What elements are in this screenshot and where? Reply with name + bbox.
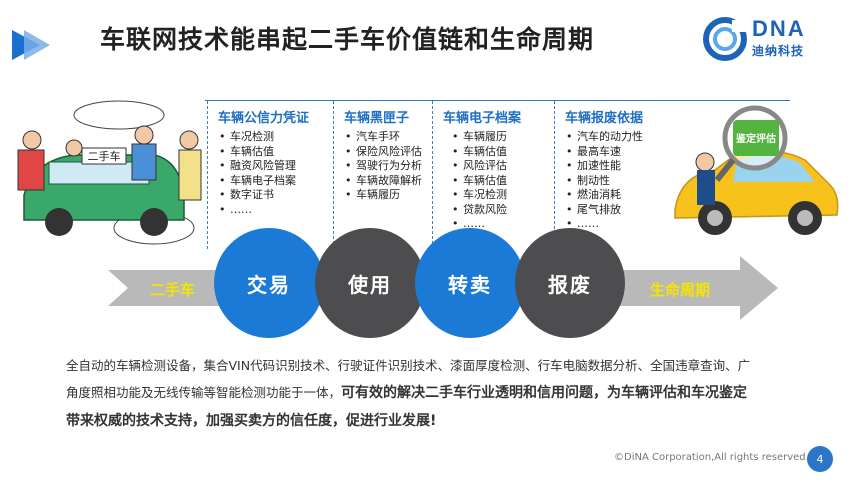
list-item: …… — [219, 203, 331, 218]
list-item: 尾气排放 — [566, 203, 655, 218]
stage-trade-circle: 交易 — [214, 228, 324, 338]
list-item: 加速性能 — [566, 159, 655, 174]
list-item: 汽车手环 — [345, 130, 431, 145]
list-item: …… — [452, 217, 553, 232]
appraisal-badge-text: 鉴定评估 — [735, 132, 776, 145]
list-item: 车况检测 — [219, 130, 331, 145]
list-item: 车辆履历 — [452, 130, 553, 145]
column-credibility: 车辆公信力凭证 车况检测 车辆估值 融资风险管理 车辆电子档案 数字证书 …… — [207, 101, 331, 249]
list-item: 保险风险评估 — [345, 145, 431, 160]
list-item: 汽车的动力性 — [566, 130, 655, 145]
column-black-box: 车辆黑匣子 汽车手环 保险风险评估 驾驶行为分析 车辆故障解析 车辆履历 — [333, 101, 431, 249]
stage-use-circle: 使用 — [315, 228, 425, 338]
list-item: 制动性 — [566, 174, 655, 189]
description-paragraph: 全自动的车辆检测设备，集合VIN代码识别技术、行驶证件识别技术、漆面厚度检测、行… — [66, 352, 756, 435]
stage-scrap-circle: 报废 — [515, 228, 625, 338]
dna-logo-icon — [703, 17, 747, 61]
list-item: 车辆故障解析 — [345, 174, 431, 189]
list-item: 车辆估值 — [219, 145, 331, 160]
column-list: 汽车手环 保险风险评估 驾驶行为分析 车辆故障解析 车辆履历 — [334, 130, 431, 203]
column-list: 汽车的动力性 最高车速 加速性能 制动性 燃油消耗 尾气排放 …… — [555, 130, 655, 232]
column-e-archive: 车辆电子档案 车辆履历 车辆估值 风险评估 车辆估值 车况检测 贷款风险 …… — [432, 101, 553, 249]
column-title: 车辆电子档案 — [443, 111, 522, 126]
lifecycle-end-label: 生命周期 — [650, 281, 711, 299]
list-item: 车辆电子档案 — [219, 174, 331, 189]
column-title: 车辆公信力凭证 — [218, 111, 310, 126]
list-item: …… — [566, 217, 655, 232]
page-number-badge: 4 — [807, 446, 833, 472]
list-item: 车辆估值 — [452, 145, 553, 160]
list-item: 车辆估值 — [452, 174, 553, 189]
column-title: 车辆黑匣子 — [344, 111, 410, 126]
list-item: 驾驶行为分析 — [345, 159, 431, 174]
lifecycle-start-label: 二手车 — [150, 281, 196, 299]
copyright-text: ©DiNA Corporation,All rights reserved. — [614, 452, 809, 463]
list-item: 最高车速 — [566, 145, 655, 160]
list-item: 数字证书 — [219, 188, 331, 203]
column-scrap-basis: 车辆报废依据 汽车的动力性 最高车速 加速性能 制动性 燃油消耗 尾气排放 …… — [554, 101, 655, 249]
list-item: 融资风险管理 — [219, 159, 331, 174]
columns-top-divider — [205, 100, 790, 101]
description-bold: 可有效的解决二手车行业透明和信用问题，为车辆评估和车况鉴定带来权威的技术支持，加… — [66, 385, 748, 429]
list-item: 车辆履历 — [345, 188, 431, 203]
logo-name: DNA — [752, 16, 806, 41]
cartoon-sign-text: 二手车 — [88, 149, 121, 163]
list-item: 车况检测 — [452, 188, 553, 203]
column-title: 车辆报废依据 — [565, 111, 644, 126]
list-item: 贷款风险 — [452, 203, 553, 218]
column-list: 车况检测 车辆估值 融资风险管理 车辆电子档案 数字证书 …… — [208, 130, 331, 217]
column-list: 车辆履历 车辆估值 风险评估 车辆估值 车况检测 贷款风险 …… — [433, 130, 553, 232]
play-arrow-icon — [12, 30, 50, 60]
car-appraisal-illustration: 鉴定评估 — [674, 105, 839, 235]
stage-resale-circle: 转卖 — [415, 228, 525, 338]
list-item: 风险评估 — [452, 159, 553, 174]
slide-title: 车联网技术能串起二手车价值链和生命周期 — [100, 25, 595, 54]
logo-subtitle: 迪纳科技 — [752, 44, 805, 58]
list-item: 燃油消耗 — [566, 188, 655, 203]
used-car-cartoon-illustration: 二手车 — [4, 100, 204, 250]
description-normal: 全自动的车辆检测设备，集合VIN代码识别技术、行驶证件识别技术、漆面厚度检测、行… — [66, 358, 751, 400]
